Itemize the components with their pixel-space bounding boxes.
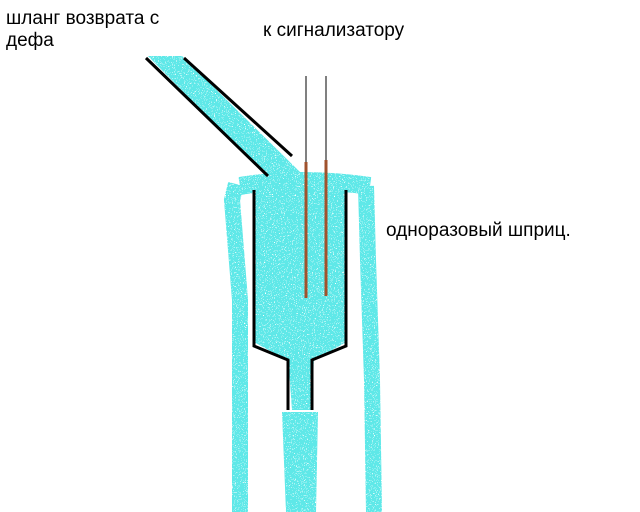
hose-label-line2: дефа: [6, 30, 54, 51]
drip-fluid: [282, 412, 318, 512]
left-channel-fluid: [223, 182, 248, 512]
top-overflow-fluid: [238, 172, 372, 195]
hose-label-line1: шланг возврата с: [6, 8, 160, 29]
hose-wall-left: [144, 56, 270, 178]
syringe-outline-right: [310, 190, 348, 410]
barrel-fluid: [254, 190, 346, 362]
nozzle-fluid: [288, 356, 314, 410]
hose-wall-right: [182, 56, 294, 158]
right-channel-fluid: [358, 185, 382, 512]
hose-fluid: [148, 56, 300, 200]
syringe-outline-left: [252, 190, 290, 410]
fluid-flow: [148, 56, 382, 512]
syringe-label: одноразовый шприц.: [386, 220, 571, 241]
alarm-label: к сигнализатору: [263, 20, 405, 41]
hose-label: шланг возврата с дефа: [6, 8, 159, 52]
